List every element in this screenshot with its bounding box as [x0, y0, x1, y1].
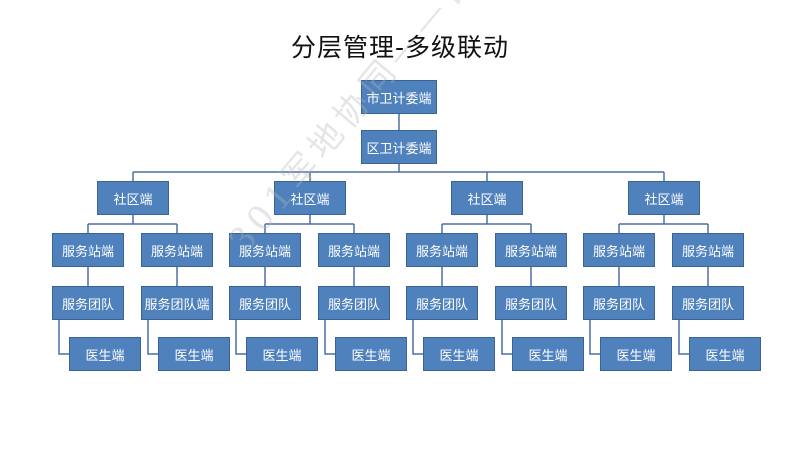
node-doctor: 医生端 — [335, 337, 407, 371]
node-service-team: 服务团队 — [52, 286, 124, 320]
node-community: 社区端 — [97, 181, 169, 215]
connector-line — [147, 320, 158, 355]
node-station: 服务站端 — [583, 233, 655, 267]
node-station: 服务站端 — [52, 233, 124, 267]
connector-line — [501, 320, 512, 355]
connector-line — [324, 320, 335, 355]
node-station: 服务站端 — [495, 233, 567, 267]
node-doctor: 医生端 — [689, 337, 761, 371]
node-service-team: 服务团队 — [229, 286, 301, 320]
node-doctor: 医生端 — [158, 337, 230, 371]
node-service-team: 服务团队端 — [141, 286, 213, 320]
node-station: 服务站端 — [406, 233, 478, 267]
connector-line — [412, 320, 423, 355]
connector-line — [235, 320, 246, 355]
node-doctor: 医生端 — [69, 337, 141, 371]
node-service-team: 服务团队 — [495, 286, 567, 320]
node-station: 服务站端 — [318, 233, 390, 267]
node-community: 社区端 — [451, 181, 523, 215]
connector-line — [678, 320, 689, 355]
node-district: 区卫计委端 — [361, 130, 437, 164]
node-community: 社区端 — [628, 181, 700, 215]
node-service-team: 服务团队 — [583, 286, 655, 320]
node-service-team: 服务团队 — [406, 286, 478, 320]
node-station: 服务站端 — [672, 233, 744, 267]
connector-line — [58, 320, 69, 355]
connector-line — [589, 320, 600, 355]
node-doctor: 医生端 — [246, 337, 318, 371]
node-doctor: 医生端 — [512, 337, 584, 371]
node-service-team: 服务团队 — [672, 286, 744, 320]
node-doctor: 医生端 — [423, 337, 495, 371]
node-service-team: 服务团队 — [318, 286, 390, 320]
node-station: 服务站端 — [229, 233, 301, 267]
node-station: 服务站端 — [141, 233, 213, 267]
diagram-title: 分层管理-多级联动 — [290, 33, 510, 62]
node-doctor: 医生端 — [600, 337, 672, 371]
node-community: 社区端 — [274, 181, 346, 215]
node-city: 市卫计委端 — [361, 80, 437, 114]
